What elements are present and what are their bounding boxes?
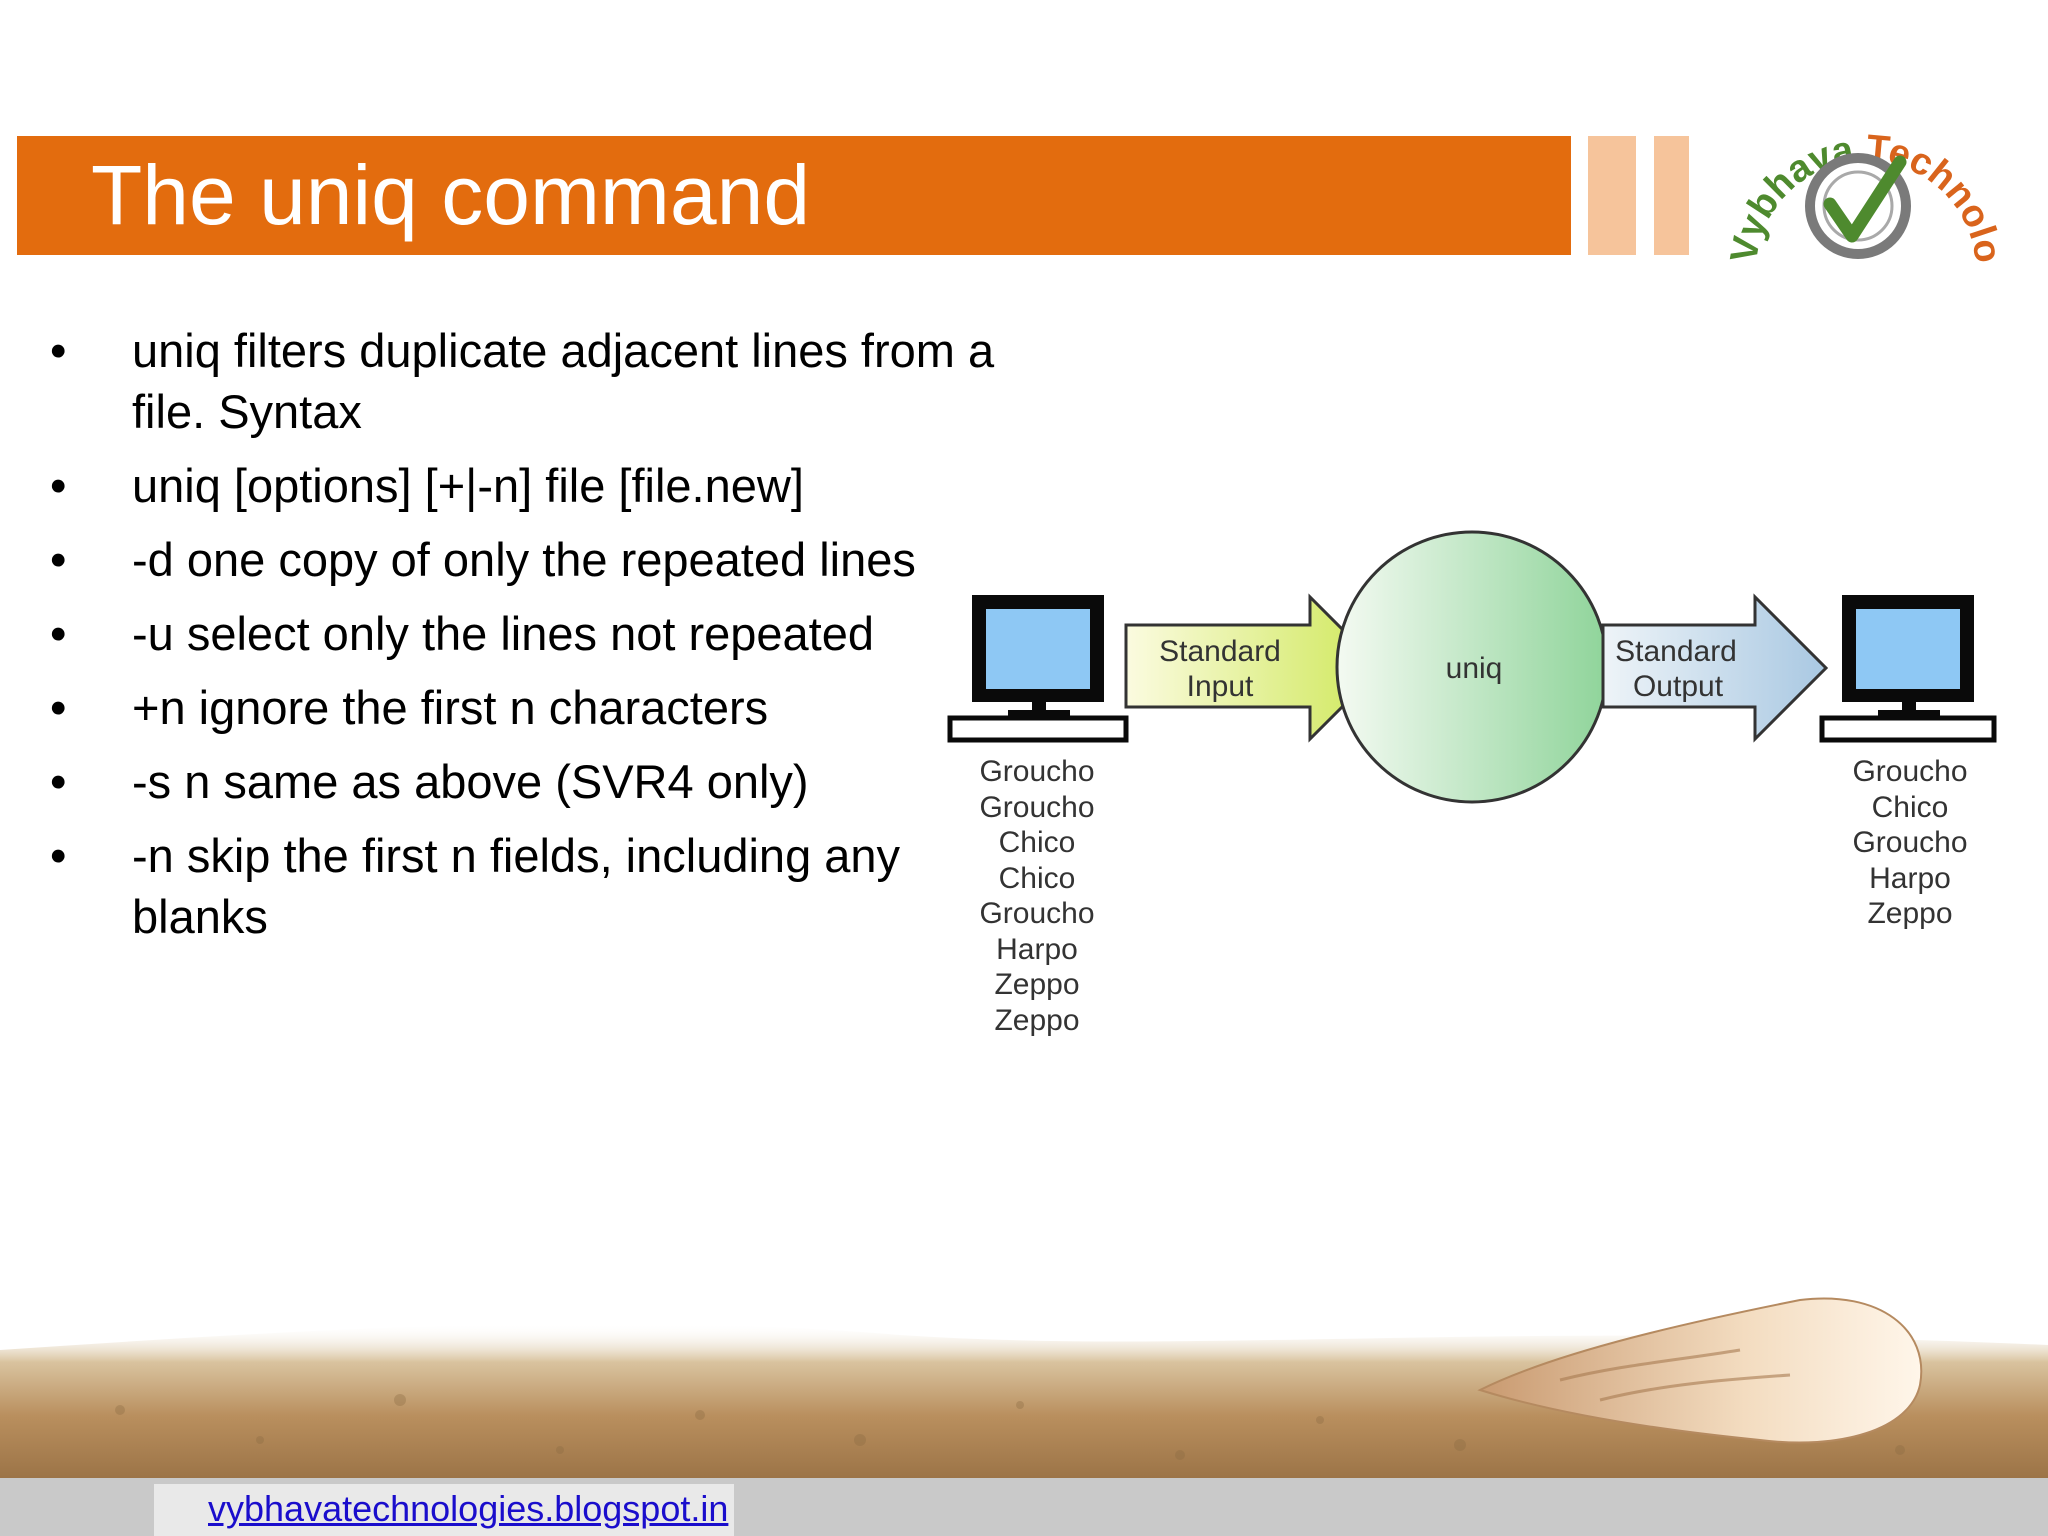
input-arrow-label: Input (1187, 670, 1254, 703)
bullet-item: • -n skip the first n fields, including a… (50, 825, 1010, 947)
sand-shell-decoration (0, 1297, 2048, 1478)
input-arrow-label: Standard (1159, 635, 1281, 668)
footer-bar: vybhavatechnologies.blogspot.in (0, 1478, 2048, 1536)
input-name: Chico (998, 861, 1076, 895)
input-name: Zeppo (994, 1003, 1080, 1037)
bullet-text: uniq [options] [+|-n] file [file.new] (132, 459, 804, 512)
output-name: Groucho (1852, 755, 1968, 788)
vybhava-technologies-logo: Vybhava Technologies (1718, 66, 1998, 266)
input-name: Groucho (979, 755, 1095, 788)
bullet-marker: • (50, 755, 67, 808)
output-name: Zeppo (1867, 897, 1953, 930)
title-stripe-decoration (1588, 136, 1636, 255)
bullet-item: • -d one copy of only the repeated lines (50, 529, 1010, 590)
bullet-item: • -u select only the lines not repeated (50, 603, 1010, 664)
input-name: Harpo (996, 932, 1078, 966)
standard-output-arrow (1601, 593, 1829, 743)
uniq-flow-diagram: Standard Input uniq Standard Output (947, 530, 1997, 804)
bullet-item: • +n ignore the first n characters (50, 677, 1010, 738)
title-bar: The uniq command (17, 136, 1571, 255)
bullet-text: +n ignore the first n characters (132, 681, 769, 734)
input-name: Chico (998, 826, 1076, 859)
input-name: Zeppo (994, 968, 1080, 1001)
output-name: Chico (1871, 790, 1949, 824)
bullet-marker: • (50, 324, 67, 377)
bullet-text: -s n same as above (SVR4 only) (132, 755, 809, 808)
title-stripe-decoration (1654, 136, 1689, 255)
input-computer-icon (947, 595, 1129, 743)
check-icon (1823, 155, 1907, 243)
slide-title: The uniq command (91, 148, 811, 242)
bullet-marker: • (50, 829, 67, 882)
blog-link[interactable]: vybhavatechnologies.blogspot.in (208, 1488, 729, 1529)
shell-icon (1477, 1297, 1923, 1444)
uniq-process-label: uniq (1446, 652, 1503, 685)
bullet-text: -n skip the first n fields, including an… (132, 829, 901, 943)
bullet-marker: • (50, 607, 67, 660)
output-names-list: Groucho Chico Groucho Harpo Zeppo (1830, 754, 1990, 932)
output-name: Groucho (1852, 826, 1968, 859)
bullet-marker: • (50, 681, 67, 734)
input-name: Groucho (979, 790, 1095, 824)
bullet-item: • uniq filters duplicate adjacent lines f… (50, 320, 1010, 442)
input-names-list: Groucho Groucho Chico Chico Groucho Harp… (957, 754, 1117, 1038)
output-arrow-label: Output (1633, 670, 1724, 703)
bullet-marker: • (50, 533, 67, 586)
bullet-marker: • (50, 459, 67, 512)
output-arrow-label: Standard (1615, 635, 1737, 668)
bullet-text: uniq filters duplicate adjacent lines fr… (132, 324, 995, 438)
output-computer-icon (1819, 595, 1997, 743)
footer-link-box: vybhavatechnologies.blogspot.in (154, 1484, 734, 1536)
bullet-text: -d one copy of only the repeated lines (132, 533, 916, 586)
output-name: Harpo (1869, 861, 1951, 895)
bullet-list: • uniq filters duplicate adjacent lines f… (50, 320, 1010, 960)
bullet-text: -u select only the lines not repeated (132, 607, 875, 660)
input-name: Groucho (979, 897, 1095, 930)
bullet-item: • -s n same as above (SVR4 only) (50, 751, 1010, 812)
bullet-item: • uniq [options] [+|-n] file [file.new] (50, 455, 1010, 516)
